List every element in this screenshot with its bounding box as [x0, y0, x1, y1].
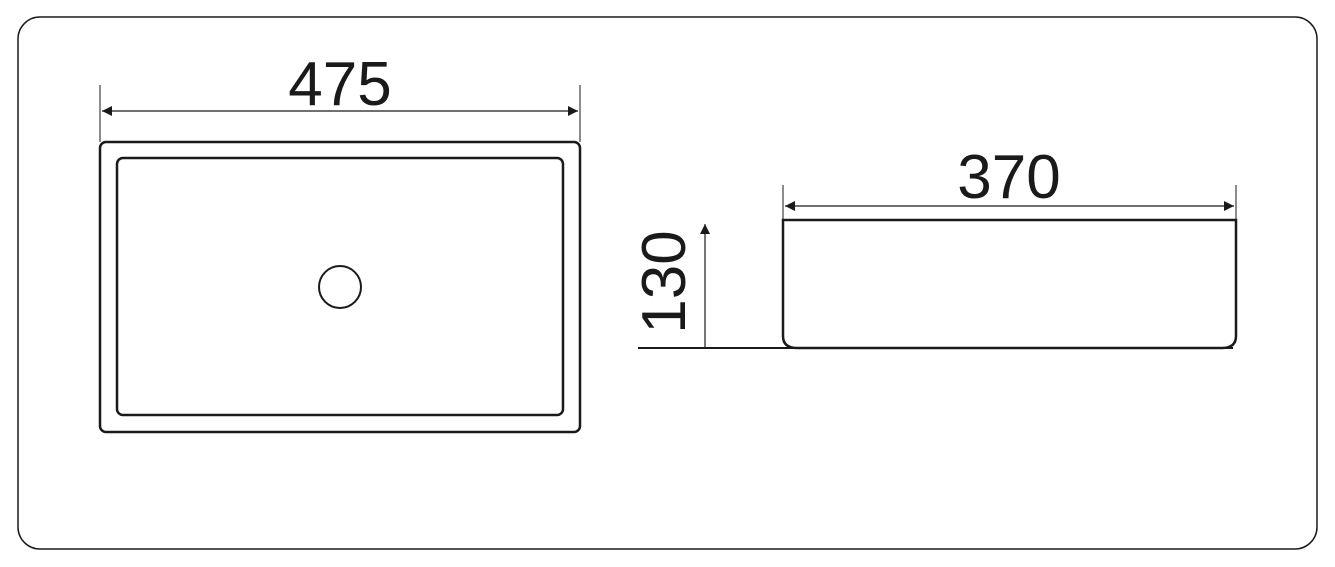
basin-side-profile — [781, 218, 1238, 350]
side-view: 130 370 — [630, 143, 1238, 350]
height-dimension-label: 130 — [630, 230, 699, 333]
width-dimension-label: 475 — [288, 50, 391, 119]
drain-hole — [318, 265, 362, 309]
basin-top-inner-bowl — [115, 156, 565, 417]
basin-top-outer-rim — [98, 140, 582, 434]
depth-dimension-label: 370 — [957, 143, 1060, 212]
top-view: 475 — [98, 50, 582, 434]
